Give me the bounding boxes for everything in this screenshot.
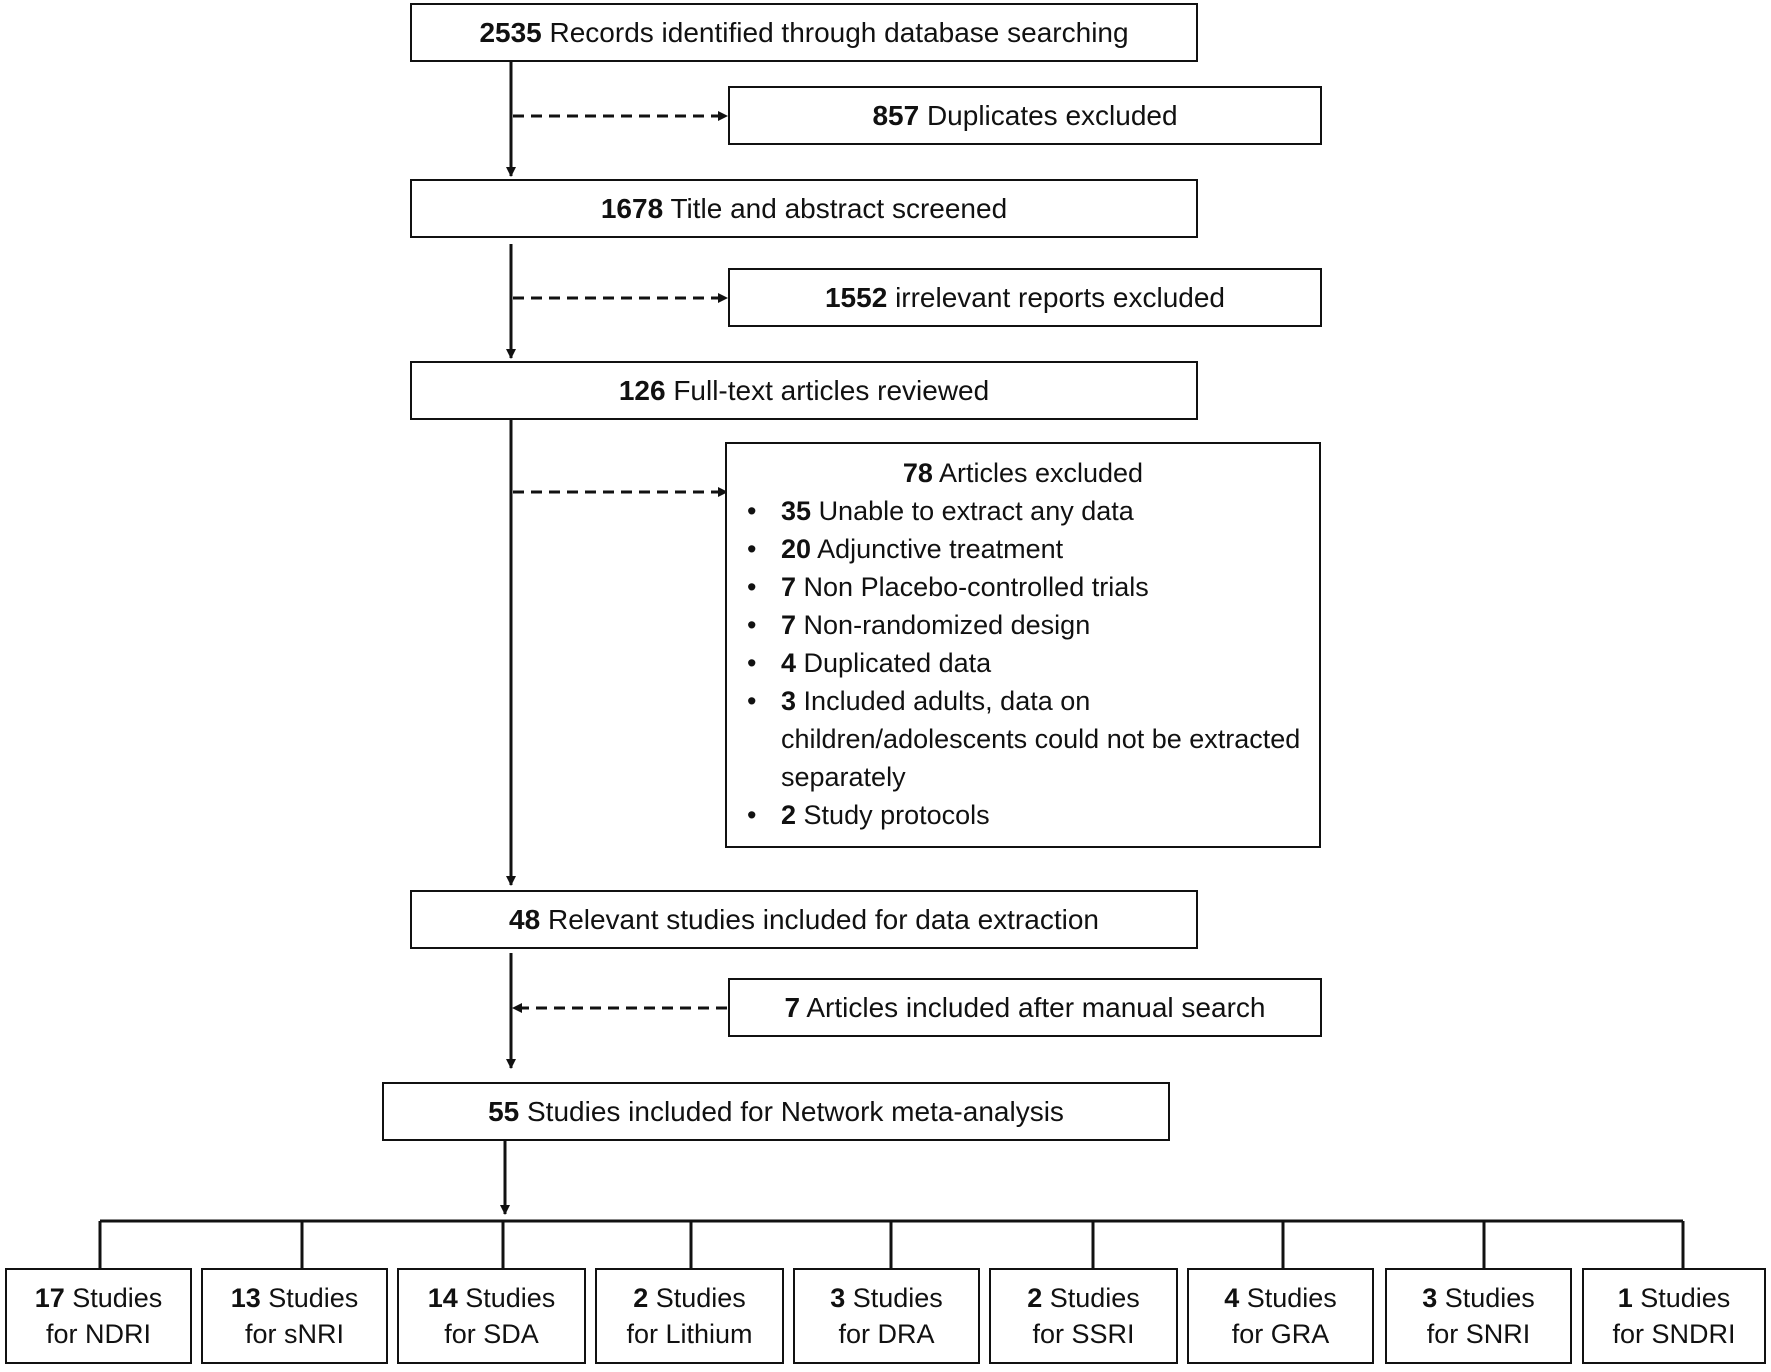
drug-class-studies: 13 Studies (203, 1280, 386, 1316)
drug-class-name: for NDRI (45, 1319, 151, 1349)
reason-text: Non Placebo-controlled trials (803, 572, 1149, 602)
drug-class-studies: 3 Studies (795, 1280, 978, 1316)
screened-text: Title and abstract screened (670, 193, 1008, 224)
drug-class-studies: 1 Studies (1584, 1280, 1764, 1316)
studies-count: 4 (1224, 1283, 1240, 1313)
manual-search-box: 7 Articles included after manual search (728, 978, 1322, 1037)
reason-text: Included adults, data on children/adoles… (781, 686, 1301, 792)
studies-label: Studies (852, 1283, 943, 1313)
drug-class-name: for SNDRI (1612, 1319, 1736, 1349)
studies-label: Studies (1049, 1283, 1140, 1313)
studies-count: 13 (230, 1283, 261, 1313)
exclusion-reason: 7 Non-randomized design (745, 606, 1309, 644)
manual-text: Articles included after manual search (806, 992, 1266, 1023)
studies-label: Studies (72, 1283, 163, 1313)
network-meta-analysis-box: 55 Studies included for Network meta-ana… (382, 1082, 1170, 1141)
reason-text: Study protocols (803, 800, 990, 830)
studies-count: 2 (1027, 1283, 1043, 1313)
fulltext-reviewed-box: 126 Full-text articles reviewed (410, 361, 1198, 420)
drug-class-name: for sNRI (244, 1319, 344, 1349)
relevant-text: Relevant studies included for data extra… (547, 904, 1099, 935)
fulltext-text: Full-text articles reviewed (673, 375, 990, 406)
studies-label: Studies (1444, 1283, 1535, 1313)
manual-count: 7 (784, 992, 801, 1023)
drug-class-studies: 17 Studies (7, 1280, 190, 1316)
fulltext-count: 126 (618, 375, 666, 406)
relevant-count: 48 (509, 904, 541, 935)
duplicates-count: 857 (872, 100, 920, 131)
drug-class-studies: 2 Studies (597, 1280, 782, 1316)
studies-count: 3 (830, 1283, 846, 1313)
drug-class-name: for DRA (838, 1319, 935, 1349)
reason-text: Duplicated data (803, 648, 992, 678)
studies-label: Studies (465, 1283, 556, 1313)
records-identified-box: 2535 Records identified through database… (410, 3, 1198, 62)
reason-count: 2 (781, 800, 797, 830)
drug-class-studies: 3 Studies (1387, 1280, 1570, 1316)
records-text: Records identified through database sear… (549, 17, 1129, 48)
drug-class-studies: 14 Studies (399, 1280, 584, 1316)
drug-class-studies: 2 Studies (991, 1280, 1176, 1316)
exclusion-reason: 2 Study protocols (745, 796, 1309, 834)
exclusion-reason: 20 Adjunctive treatment (745, 530, 1309, 568)
excluded-title: 78 Articles excluded (727, 454, 1319, 492)
drug-class-name: for SDA (444, 1319, 539, 1349)
reason-text: Unable to extract any data (818, 496, 1134, 526)
drug-class-name: for Lithium (626, 1319, 753, 1349)
drug-class-studies: 4 Studies (1189, 1280, 1372, 1316)
reason-count: 4 (781, 648, 797, 678)
drug-class-name: for SNRI (1426, 1319, 1531, 1349)
reason-count: 35 (781, 496, 812, 526)
studies-label: Studies (655, 1283, 746, 1313)
drug-class-name: for GRA (1231, 1319, 1330, 1349)
exclusion-reasons-list: 35 Unable to extract any data 20 Adjunct… (727, 492, 1319, 834)
reason-count: 3 (781, 686, 797, 716)
studies-count: 3 (1422, 1283, 1438, 1313)
exclusion-reason: 7 Non Placebo-controlled trials (745, 568, 1309, 606)
reason-text: Adjunctive treatment (817, 534, 1064, 564)
records-count: 2535 (479, 17, 542, 48)
reason-text: Non-randomized design (803, 610, 1091, 640)
excluded-count: 78 (902, 458, 933, 488)
duplicates-text: Duplicates excluded (926, 100, 1178, 131)
reason-count: 7 (781, 610, 797, 640)
reason-count: 7 (781, 572, 797, 602)
exclusion-reason: 35 Unable to extract any data (745, 492, 1309, 530)
screened-box: 1678 Title and abstract screened (410, 179, 1198, 238)
relevant-studies-box: 48 Relevant studies included for data ex… (410, 890, 1198, 949)
screened-count: 1678 (600, 193, 664, 224)
studies-count: 1 (1617, 1283, 1633, 1313)
studies-count: 14 (427, 1283, 458, 1313)
studies-label: Studies (268, 1283, 359, 1313)
network-text: Studies included for Network meta-analys… (527, 1096, 1064, 1127)
irrelevant-excluded-box: 1552 irrelevant reports excluded (728, 268, 1322, 327)
studies-label: Studies (1246, 1283, 1337, 1313)
studies-count: 17 (34, 1283, 65, 1313)
network-count: 55 (488, 1096, 520, 1127)
studies-count: 2 (633, 1283, 649, 1313)
studies-label: Studies (1640, 1283, 1731, 1313)
drug-class-name: for SSRI (1032, 1319, 1135, 1349)
exclusion-reason: 4 Duplicated data (745, 644, 1309, 682)
excluded-text: Articles excluded (938, 458, 1144, 488)
articles-excluded-box: 78 Articles excluded 35 Unable to extrac… (725, 442, 1321, 848)
reason-count: 20 (781, 534, 812, 564)
irrelevant-text: irrelevant reports excluded (895, 282, 1226, 313)
irrelevant-count: 1552 (824, 282, 888, 313)
duplicates-excluded-box: 857 Duplicates excluded (728, 86, 1322, 145)
exclusion-reason: 3 Included adults, data on children/adol… (745, 682, 1309, 796)
